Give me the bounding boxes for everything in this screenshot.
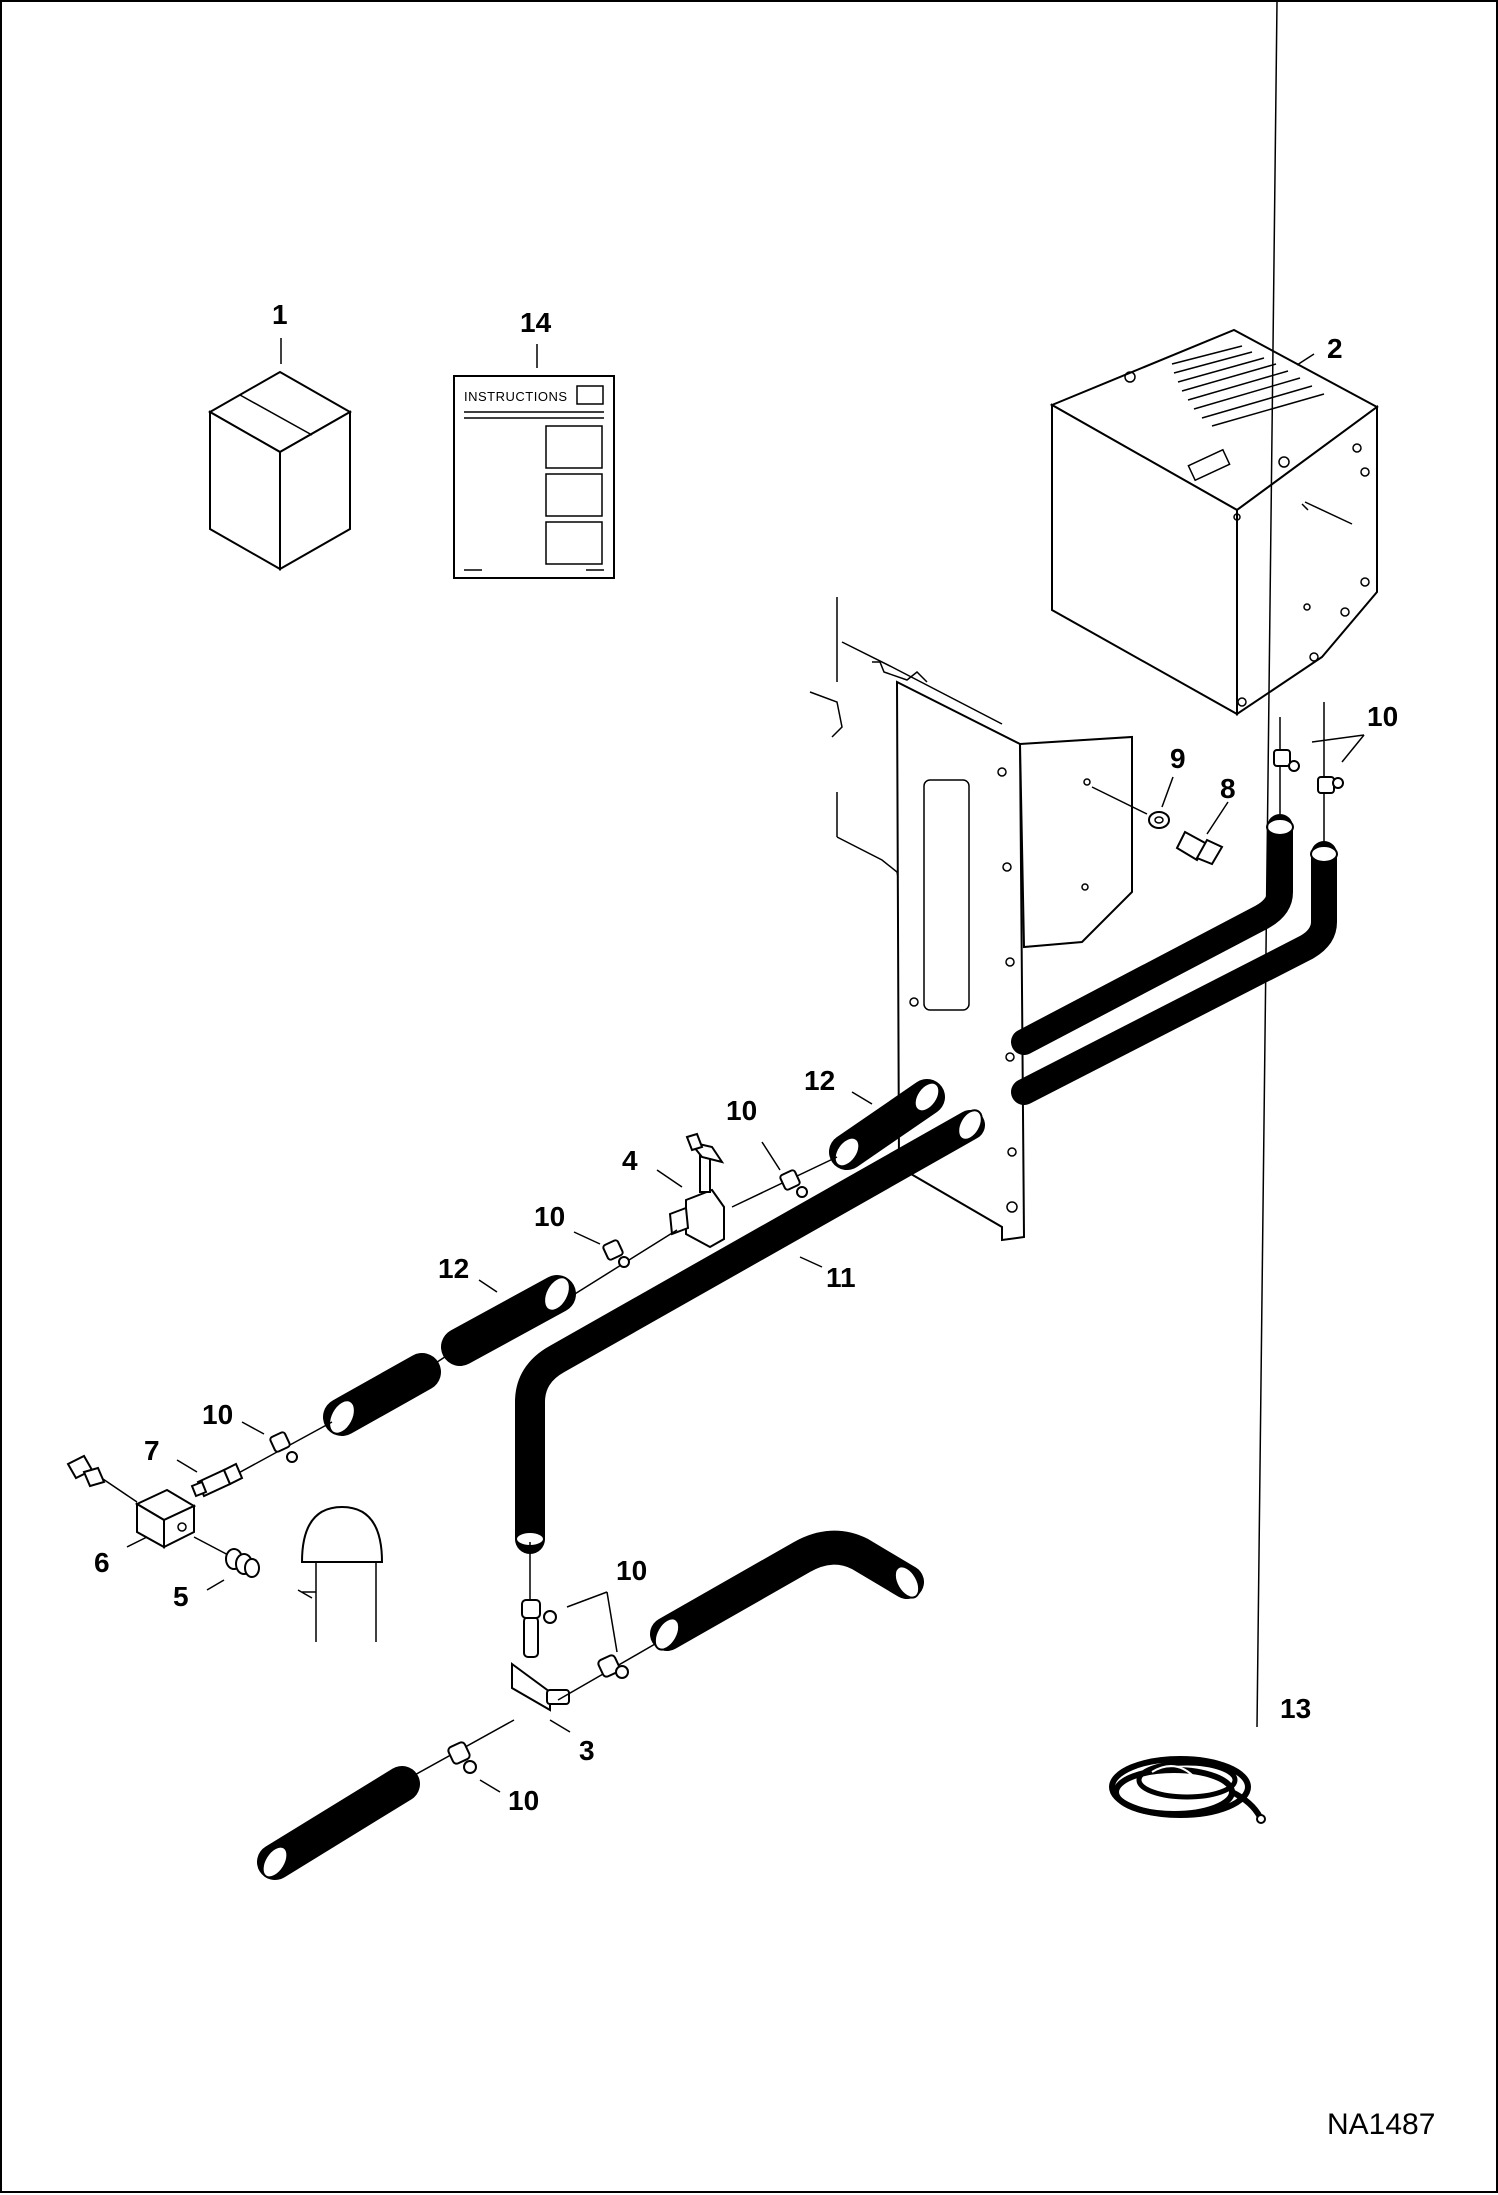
part-1-box — [207, 370, 353, 571]
callout-10-valve-right: 10 — [726, 1095, 757, 1126]
callout-13: 13 — [1280, 1693, 1311, 1724]
engine-post — [297, 1505, 384, 1642]
part-4-valve — [668, 1132, 838, 1249]
callout-labels: 1 14 2 10 9 8 12 10 4 10 11 12 10 7 6 5 … — [94, 299, 1398, 1816]
callout-9: 9 — [1170, 743, 1186, 774]
callout-10-fitting: 10 — [202, 1399, 233, 1430]
callout-10-valve-left: 10 — [534, 1201, 565, 1232]
part-11-hose-long — [515, 1109, 985, 1554]
callout-5: 5 — [173, 1581, 189, 1612]
part-7-fitting — [190, 1462, 244, 1498]
callout-2: 2 — [1327, 333, 1343, 364]
callout-10-tee: 10 — [616, 1555, 647, 1586]
part-11-heater-hoses — [1011, 814, 1338, 1105]
callout-12-lower: 12 — [438, 1253, 469, 1284]
part-12-hose-lower — [323, 1275, 576, 1436]
part-10-clamp-tee-right — [597, 1654, 629, 1679]
part-8-bolt — [1175, 830, 1224, 866]
part-9-washer — [1091, 786, 1170, 829]
part-5-fitting — [193, 1536, 260, 1578]
callout-7: 7 — [144, 1435, 160, 1466]
callout-3: 3 — [579, 1735, 595, 1766]
document-id: NA1487 — [1327, 2108, 1435, 2141]
part-10-clamp-valve-left — [561, 1229, 678, 1303]
callout-14: 14 — [520, 307, 552, 338]
vent-slots — [1171, 345, 1325, 427]
hose-right-bent — [650, 1530, 924, 1651]
callout-4: 4 — [622, 1145, 638, 1176]
hose-bottom-left — [257, 1766, 420, 1880]
callout-10-heater: 10 — [1367, 701, 1398, 732]
part-10-clamp-tee-bottom — [401, 1719, 515, 1783]
part-12-hose-upper — [829, 1079, 945, 1170]
leader-lines — [126, 2, 1365, 1793]
part-10-clamps-heater — [1273, 702, 1344, 842]
callout-10-bottom: 10 — [508, 1785, 539, 1816]
part-13-coiled-hose — [1109, 1756, 1266, 1824]
part-10-clamp-tee-top — [521, 1599, 557, 1624]
part-6-tee-block — [66, 1454, 197, 1549]
callout-8: 8 — [1220, 773, 1236, 804]
callout-12-upper: 12 — [804, 1065, 835, 1096]
callout-6: 6 — [94, 1547, 110, 1578]
instructions-label: INSTRUCTIONS — [464, 389, 568, 404]
part-2-heater-cover — [1049, 328, 1379, 716]
callout-1: 1 — [272, 299, 288, 330]
part-10-clamp-valve-right — [779, 1169, 808, 1198]
part-14-instructions-sheet: INSTRUCTIONS — [453, 375, 615, 579]
callout-11: 11 — [826, 1262, 856, 1293]
